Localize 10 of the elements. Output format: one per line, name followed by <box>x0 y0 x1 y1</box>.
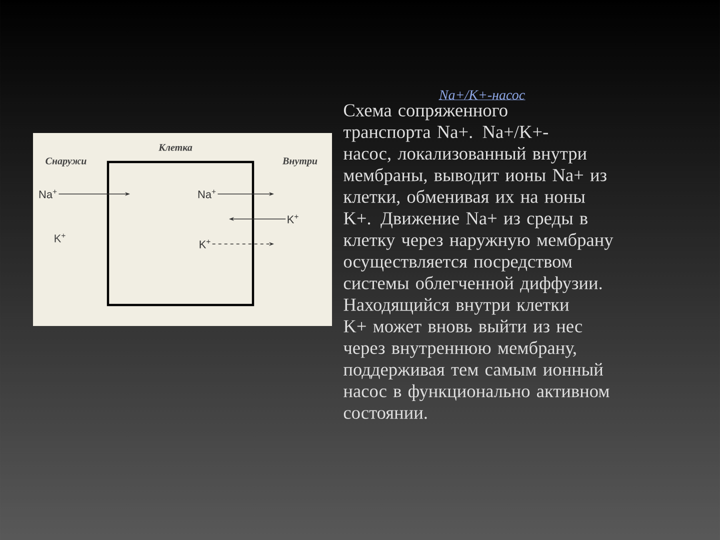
ion-label: Na$^{+}$ <box>39 190 57 198</box>
title-link: Na+/K+-насос <box>438 90 526 100</box>
ion-label: K$^{+}$ <box>200 240 210 248</box>
ion-label: K$^{+}$ <box>54 234 66 242</box>
node-label: Клетка <box>158 144 192 151</box>
description-paragraph: Схема сопряженного транспорта Na+. Na+/K+-насос, локализованный внутри мембраны, выводит ионы Na+ из клетки, обменивая их на ноны K+. Движение Na+ из среды в клетку через наружную мембрану осуществляется посредством системы облегченной диффузии. Находящийся внутри клетки K+ может вновь выйти из нес через внутреннюю мембрану, поддерживая тем самым ионный насос в функционально активном состоянии. <box>343 104 614 419</box>
ion-label: Na$^{+}$ <box>198 190 216 198</box>
side-label: Внутри <box>282 158 318 166</box>
ion-label: K$^{+}$ <box>288 214 298 224</box>
side-label: Снаружи <box>46 158 86 166</box>
